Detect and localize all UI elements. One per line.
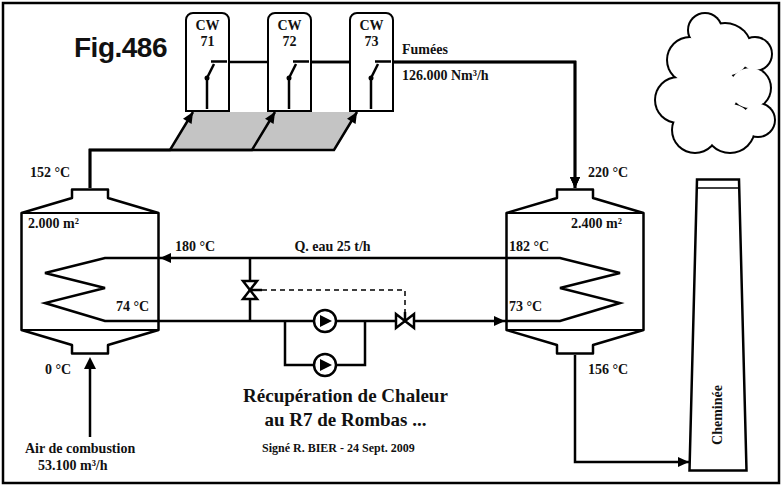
temperature-label: 182 °C bbox=[509, 239, 549, 255]
pipe-line bbox=[394, 62, 575, 188]
pipe-line bbox=[575, 355, 689, 462]
arrow-head bbox=[84, 357, 96, 369]
temperature-label: 152 °C bbox=[30, 165, 70, 181]
control-signal-line bbox=[262, 290, 405, 312]
flow-rate: 126.000 Nm³/h bbox=[402, 68, 489, 84]
arrow-head bbox=[160, 253, 171, 263]
area-label: 2.400 m² bbox=[571, 216, 622, 232]
cowper-box: CW 72 bbox=[267, 12, 312, 112]
cloud-part bbox=[739, 38, 771, 70]
chimney-label: Cheminée bbox=[710, 385, 726, 445]
shell-seam bbox=[22, 212, 159, 214]
temperature-label: 74 °C bbox=[116, 299, 149, 315]
arrow-head bbox=[570, 177, 580, 188]
area-label: 2.000 m² bbox=[28, 216, 79, 232]
contact-line bbox=[375, 60, 391, 63]
temperature-label: 156 °C bbox=[588, 362, 628, 378]
pipe-connector bbox=[394, 62, 580, 188]
flow-rate: 53.100 m³/h bbox=[38, 458, 108, 474]
chimney-rim bbox=[696, 187, 740, 189]
inlet-line bbox=[206, 78, 209, 109]
temperature-label: 180 °C bbox=[175, 239, 215, 255]
shell-seam bbox=[507, 212, 644, 214]
arrow-head bbox=[570, 177, 580, 188]
contact-line bbox=[211, 60, 227, 63]
arrow-head bbox=[347, 112, 357, 124]
cowper-box: CW 71 bbox=[185, 12, 230, 112]
smoke-cloud-fill bbox=[656, 14, 774, 152]
pipe-connector bbox=[575, 355, 689, 467]
cloud-part bbox=[742, 104, 774, 136]
pump-triangle bbox=[320, 359, 332, 371]
exchanger-shell bbox=[505, 188, 645, 355]
node-label: CW 73 bbox=[356, 18, 388, 50]
exchanger-outline bbox=[507, 190, 644, 354]
flow-label: Air de combustion bbox=[25, 441, 135, 457]
pump-symbol bbox=[314, 354, 336, 376]
pipe-line bbox=[160, 257, 505, 260]
temperature-label: 220 °C bbox=[588, 165, 628, 181]
node-label: CW 72 bbox=[274, 18, 306, 50]
pivot-dot bbox=[205, 76, 210, 81]
figure-number: Fig.486 bbox=[74, 32, 167, 64]
frame bbox=[3, 3, 779, 483]
inlet-line bbox=[370, 78, 373, 109]
temperature-label: 0 °C bbox=[45, 362, 71, 378]
heat-exchanger: 2.400 m² bbox=[505, 188, 645, 355]
flow-label: Fumées bbox=[402, 42, 448, 58]
signature-caption: Signé R. BIER - 24 Sept. 2009 bbox=[262, 441, 415, 455]
pivot-dot bbox=[369, 76, 374, 81]
arrow-head bbox=[678, 457, 689, 467]
valve-actuator bbox=[250, 289, 262, 292]
pump-triangle bbox=[320, 315, 332, 327]
cloud-part bbox=[689, 14, 721, 46]
three-way-valve bbox=[243, 290, 257, 299]
chimney-stack bbox=[690, 180, 747, 471]
contact-line bbox=[293, 60, 309, 63]
smoke-cloud-outline bbox=[654, 12, 776, 154]
arrow-head bbox=[183, 112, 193, 124]
cowper-box: CW 73 bbox=[349, 12, 394, 112]
arrow-head bbox=[265, 112, 275, 124]
heating-coil bbox=[45, 258, 160, 321]
arrow-head bbox=[570, 177, 580, 188]
shell-seam bbox=[507, 329, 644, 331]
heating-coil bbox=[505, 258, 620, 321]
shell-seam bbox=[22, 329, 159, 331]
inlet-line bbox=[288, 78, 291, 109]
pipe-line bbox=[90, 112, 357, 188]
exchanger-outline bbox=[22, 190, 159, 354]
air-inlet-line bbox=[89, 368, 92, 437]
pump-symbol bbox=[314, 310, 336, 332]
arrow-head bbox=[494, 316, 505, 326]
heat-exchanger: 2.000 m² bbox=[20, 188, 160, 355]
diagram-title: Récupération de Chaleur au R7 de Rombas … bbox=[238, 384, 453, 432]
control-valve bbox=[405, 314, 414, 328]
valve-stem bbox=[404, 312, 407, 321]
pivot-dot bbox=[287, 76, 292, 81]
edge-label: Q. eau 25 t/h bbox=[291, 239, 373, 255]
temperature-label: 73 °C bbox=[509, 299, 542, 315]
exchanger-shell bbox=[20, 188, 160, 355]
chimney: Cheminée bbox=[688, 178, 748, 472]
pipe-connector bbox=[90, 112, 357, 188]
node-label: CW 71 bbox=[192, 18, 224, 50]
cloud-part bbox=[730, 68, 770, 108]
